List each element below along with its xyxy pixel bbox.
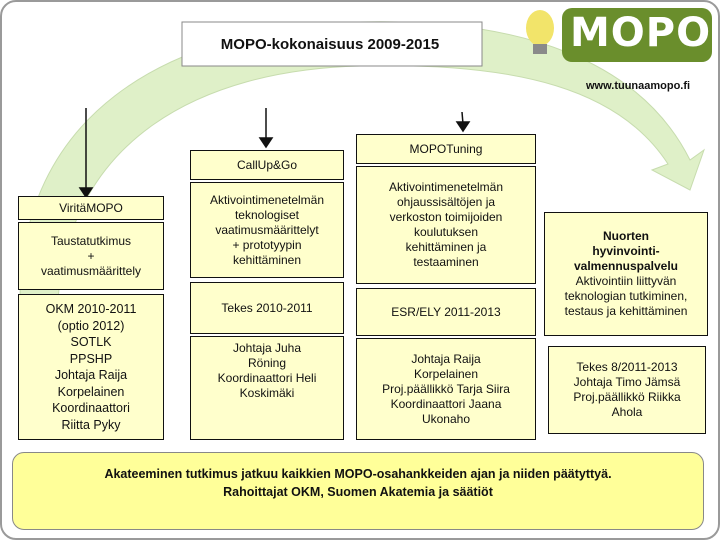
footer-note: Akateeminen tutkimus jatkuu kaikkien MOP…	[12, 452, 704, 530]
mopotuning-header: MOPOTuning	[356, 134, 536, 164]
text-line: + prototyypin	[232, 237, 302, 252]
text-line: Proj.päällikkö Riikka	[573, 390, 681, 404]
curved-arrow-arc	[19, 21, 705, 301]
text-line: Aktivointimenetelmän	[388, 180, 504, 194]
text-line: PPSHP	[69, 351, 113, 366]
mopotuning-header-label: MOPOTuning	[409, 141, 483, 156]
text-line: kehittäminen ja	[405, 240, 487, 254]
text-line: ohjaussisältöjen ja	[396, 195, 496, 209]
text-line: Korpelainen	[413, 366, 479, 381]
callupgo-header-label: CallUp&Go	[236, 157, 298, 172]
website-url[interactable]: www.tuunaamopo.fi	[586, 80, 691, 92]
text-line: Aktivointiin liittyvän	[575, 274, 677, 288]
text-line: Nuorten	[603, 229, 649, 243]
text-line: Johtaja Raija	[54, 368, 128, 382]
callupgo-description-box: Aktivointimenetelmän teknologiset vaatim…	[190, 182, 344, 278]
text-line: Koordinaattori Heli	[217, 371, 317, 385]
text-line: verkoston toimijoiden	[389, 210, 503, 224]
text-line: Riitta Pyky	[61, 417, 121, 432]
footer-line-2: Rahoittajat OKM, Suomen Akatemia ja säät…	[223, 485, 493, 499]
nuorten-funding-box: Tekes 8/2011-2013 Johtaja Timo Jämsä Pro…	[548, 346, 706, 434]
text-line: valmennuspalvelu	[573, 259, 679, 273]
mopotuning-contacts-box: Johtaja Raija Korpelainen Proj.päällikkö…	[356, 338, 536, 440]
nuorten-description-box: Nuorten hyvinvointi- valmennuspalvelu Ak…	[544, 212, 708, 336]
text-line: hyvinvointi-	[592, 244, 660, 258]
text-line: ESR/ELY 2011-2013	[391, 304, 501, 319]
text-line: Röning	[247, 356, 287, 370]
text-line: Tekes 8/2011-2013	[576, 360, 678, 374]
text-line: koulutuksen	[413, 225, 479, 239]
text-line: vaatimusmäärittelyt	[215, 222, 319, 237]
viritamopo-header: ViritäMOPO	[18, 196, 164, 220]
text-line: +	[87, 248, 95, 263]
callupgo-contacts-box: Johtaja Juha Röning Koordinaattori Heli …	[190, 336, 344, 440]
text-line: Johtaja Raija	[411, 351, 481, 366]
text-line: Proj.päällikkö Tarja Siira	[382, 381, 510, 396]
text-line: Korpelainen	[57, 384, 125, 399]
text-line: teknologian tutkiminen,	[564, 289, 688, 303]
page-title: MOPO-kokonaisuus 2009-2015	[220, 36, 440, 53]
text-line: Koordinaattori Jaana	[390, 396, 502, 411]
mopotuning-funding-box: ESR/ELY 2011-2013	[356, 288, 536, 336]
logo-bulb-icon	[526, 10, 554, 54]
text-line: vaatimusmäärittely	[40, 263, 142, 278]
logo-text: MOPO	[570, 10, 712, 56]
viritamopo-research-box: Taustatutkimus + vaatimusmäärittely	[18, 222, 164, 290]
text-line: Aktivointimenetelmän	[209, 192, 325, 207]
title-box	[181, 21, 483, 67]
text-line: Koordinaattori	[52, 401, 130, 415]
viritamopo-funding-box: OKM 2010-2011 (optio 2012) SOTLK PPSHP J…	[18, 294, 164, 440]
text-line: kehittäminen	[232, 252, 302, 267]
text-line: teknologiset	[234, 207, 300, 222]
text-line: SOTLK	[70, 335, 112, 349]
mopotuning-description-box: Aktivointimenetelmän ohjaussisältöjen ja…	[356, 166, 536, 284]
callupgo-funding-box: Tekes 2010-2011	[190, 282, 344, 334]
text-line: Ahola	[611, 405, 643, 419]
footer-line-1: Akateeminen tutkimus jatkuu kaikkien MOP…	[104, 467, 612, 481]
text-line: OKM 2010-2011	[45, 302, 137, 316]
text-line: (optio 2012)	[57, 318, 125, 333]
text-line: testaus ja kehittäminen	[564, 304, 688, 318]
text-line: Ukonaho	[421, 411, 471, 426]
text-line: testaaminen	[413, 255, 479, 269]
text-line: Tekes 2010-2011	[221, 300, 313, 315]
text-line: Johtaja Timo Jämsä	[573, 375, 681, 389]
text-line: Johtaja Juha	[232, 341, 302, 355]
viritamopo-header-label: ViritäMOPO	[59, 200, 123, 215]
text-line: Koskimäki	[239, 386, 295, 400]
down-arrows	[78, 108, 471, 199]
text-line: Taustatutkimus	[50, 233, 132, 248]
logo-banner	[562, 8, 712, 62]
callupgo-header: CallUp&Go	[190, 150, 344, 180]
